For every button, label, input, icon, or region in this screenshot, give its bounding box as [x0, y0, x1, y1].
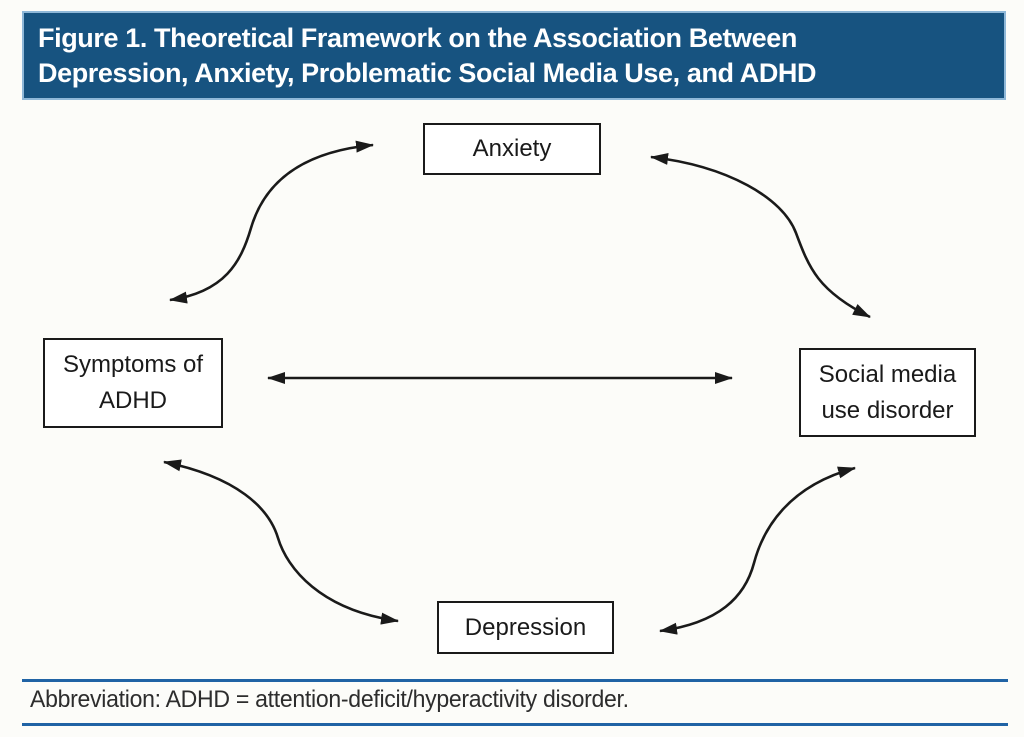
footnote-rule-top [22, 679, 1008, 682]
node-symptoms-of-adhd: Symptoms of ADHD [43, 338, 223, 428]
node-anxiety-label: Anxiety [472, 135, 552, 162]
figure-title-line-1: Figure 1. Theoretical Framework on the A… [38, 22, 797, 53]
node-anxiety: Anxiety [423, 123, 601, 175]
edge-depression-social-media [659, 466, 856, 635]
node-adhd-label-line-1: Symptoms of [62, 351, 204, 378]
node-depression: Depression [437, 601, 614, 654]
edge-adhd-depression [163, 459, 399, 625]
figure-title-bar: Figure 1. Theoretical Framework on the A… [22, 11, 1006, 100]
footnote-rule-bottom [22, 723, 1008, 726]
node-social-label-line-1: Social media [818, 360, 957, 388]
node-social-label-line-2: use disorder [821, 396, 954, 424]
node-adhd-label-line-2: ADHD [98, 387, 167, 414]
abbreviation-footnote: Abbreviation: ADHD = attention-deficit/h… [30, 686, 629, 713]
figure-title-line-2: Depression, Anxiety, Problematic Social … [38, 57, 817, 88]
edge-adhd-anxiety [169, 140, 374, 304]
node-depression-label: Depression [464, 613, 587, 641]
node-social-media-use-disorder: Social media use disorder [799, 348, 976, 437]
edge-anxiety-social-media [650, 153, 871, 319]
